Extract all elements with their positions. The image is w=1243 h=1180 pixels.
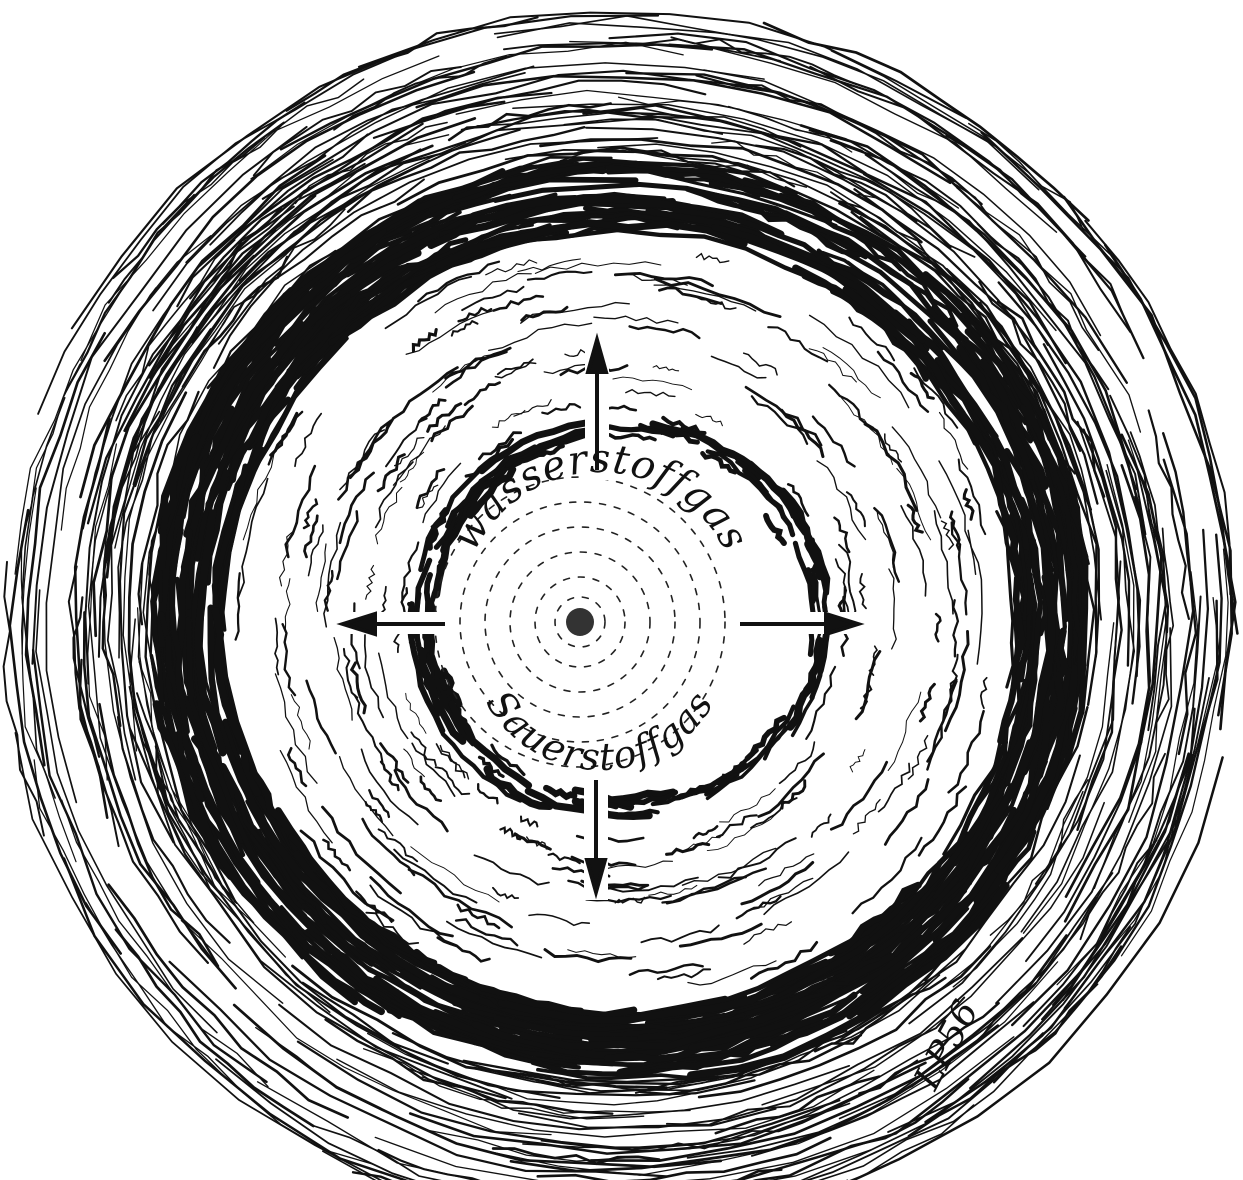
core-nucleus — [566, 608, 594, 636]
